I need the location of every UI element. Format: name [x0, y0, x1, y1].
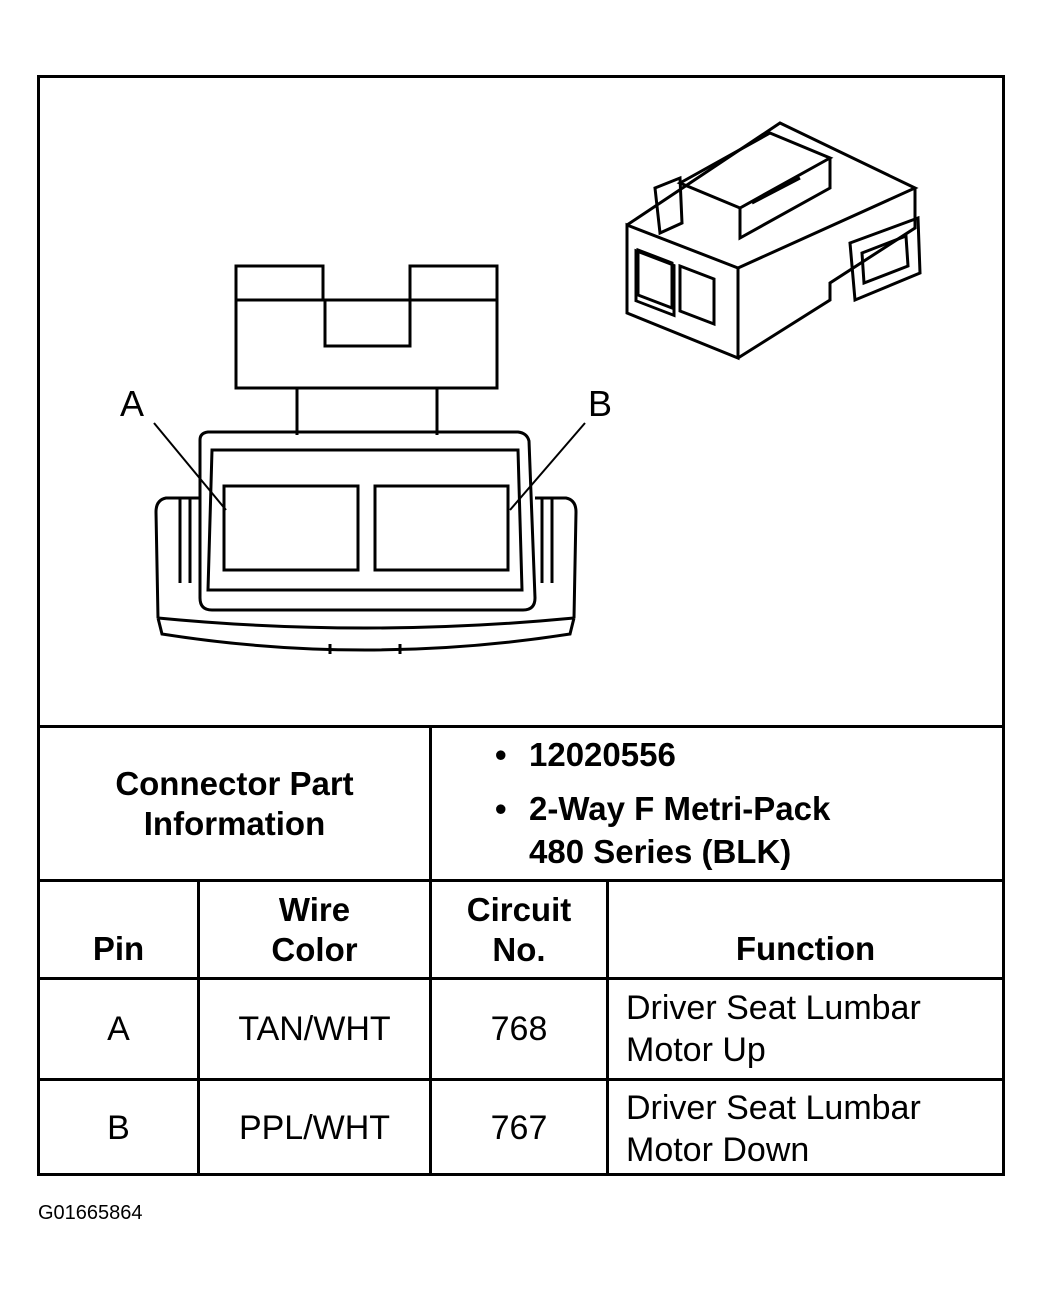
divider-col-1 — [197, 879, 200, 1176]
pin-a-leader — [153, 422, 227, 511]
pin-b-label: B — [588, 383, 612, 424]
part-number: 12020556 — [529, 736, 676, 773]
divider-info-header — [40, 879, 1002, 882]
divider-row-a-b — [40, 1078, 1002, 1081]
connector-info-label: Connector Part Information — [40, 728, 429, 879]
row-b-wire-color: PPL/WHT — [238, 1109, 391, 1147]
connector-info-label-line2: Information — [143, 804, 326, 842]
divider-header-rows — [40, 977, 1002, 980]
divider-col-2 — [429, 725, 432, 1176]
connector-isometric-view — [625, 121, 922, 361]
pin-a-label: A — [120, 383, 144, 424]
row-a-pin: A — [107, 1009, 130, 1048]
header-function: Function — [735, 930, 876, 967]
connector-info-label-line1: Connector Part — [115, 764, 354, 802]
bullet-icon: • — [495, 790, 507, 827]
connector-info-details: • 12020556 • 2-Way F Metri-Pack 480 Series… — [495, 733, 830, 873]
connector-description-line2: 480 Series (BLK) — [529, 833, 792, 870]
row-b-function: Driver Seat Lumbar Motor Down — [626, 1088, 921, 1169]
row-a-wire-color: TAN/WHT — [238, 1009, 391, 1048]
pin-b-leader — [509, 422, 586, 511]
cavity-b — [373, 484, 510, 572]
divider-col-3 — [606, 879, 609, 1176]
connector-drawing: A B — [120, 121, 922, 654]
connector-figure-frame: A B Connector Part Information • 12020556… — [37, 75, 1005, 1176]
row-a-circuit: 768 — [490, 1009, 548, 1048]
figure-id: G01665864 — [38, 1202, 143, 1224]
connector-description-line1: 2-Way F Metri-Pack — [529, 790, 831, 827]
divider-drawing-table — [40, 725, 1002, 728]
bullet-icon: • — [495, 736, 507, 773]
row-b-circuit: 767 — [490, 1109, 548, 1147]
cavity-a — [222, 484, 360, 572]
connector-front-view — [154, 264, 578, 654]
row-b-pin: B — [107, 1109, 130, 1147]
row-a-function: Driver Seat Lumbar Motor Up — [626, 989, 921, 1069]
header-circuit-no: Circuit No. — [466, 890, 572, 968]
header-pin: Pin — [92, 930, 145, 967]
header-wire-color: Wire Color — [271, 890, 358, 968]
